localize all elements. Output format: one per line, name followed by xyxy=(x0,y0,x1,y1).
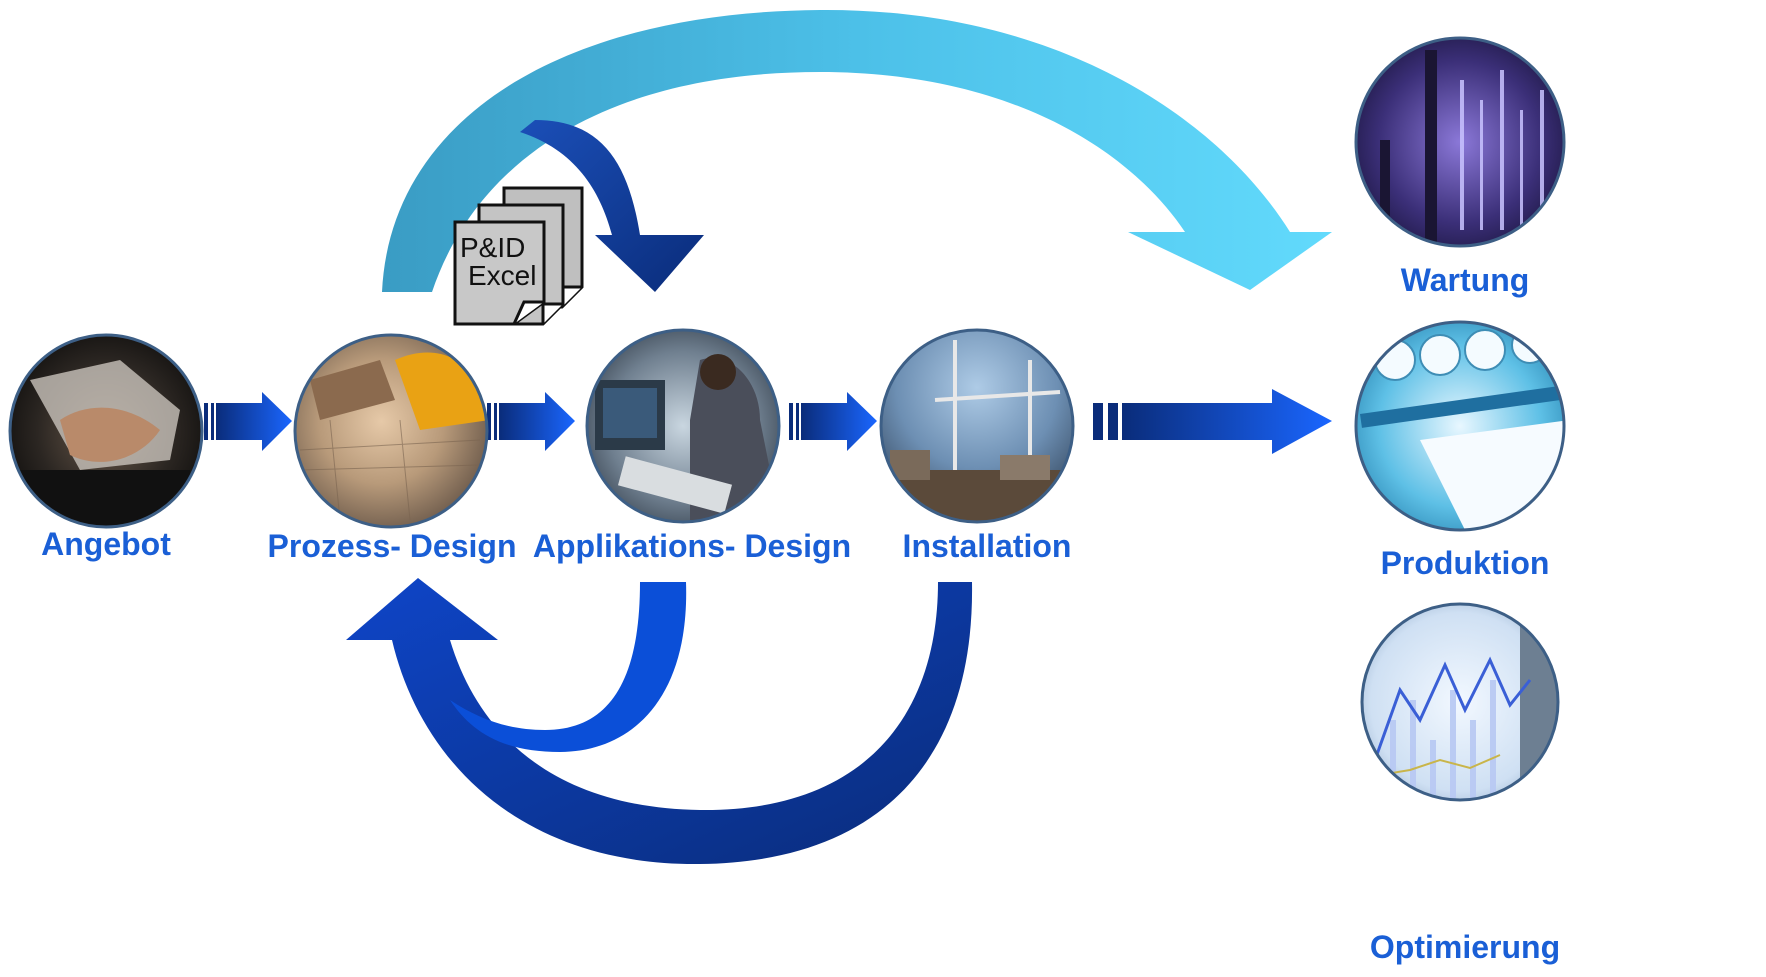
label-angebot: Angebot xyxy=(41,526,171,562)
refinery-night-photo xyxy=(1354,36,1566,248)
flow-arrow-1 xyxy=(204,392,292,451)
flow-arrow-2 xyxy=(487,392,575,451)
blueprint-helmet-photo xyxy=(293,333,489,529)
handshake-photo xyxy=(8,333,204,529)
doc-label-excel: Excel xyxy=(468,260,536,291)
line-graph-screen-photo xyxy=(1360,602,1560,802)
label-prozess-design: Prozess- Design xyxy=(267,528,517,564)
installation-to-prozess-arc xyxy=(346,578,973,865)
label-optimierung: Optimierung xyxy=(1369,929,1561,965)
top-arc-arrow xyxy=(382,9,1332,293)
label-applikations-design: Applikations- Design xyxy=(532,528,852,564)
label-installation: Installation xyxy=(902,528,1072,564)
document-stack-icon: P&ID Excel xyxy=(453,186,584,326)
prozess-to-applikation-arc xyxy=(520,120,704,292)
flow-arrow-3 xyxy=(789,392,877,451)
flow-arrow-4 xyxy=(1093,389,1332,454)
doc-label-pid: P&ID xyxy=(460,232,525,263)
paper-rolls-machine-photo xyxy=(1354,320,1566,532)
computer-workstation-photo xyxy=(585,328,781,524)
label-produktion: Produktion xyxy=(1380,545,1550,581)
construction-crane-photo xyxy=(879,328,1075,524)
label-wartung: Wartung xyxy=(1400,262,1530,298)
applikation-to-prozess-arc xyxy=(450,582,687,752)
